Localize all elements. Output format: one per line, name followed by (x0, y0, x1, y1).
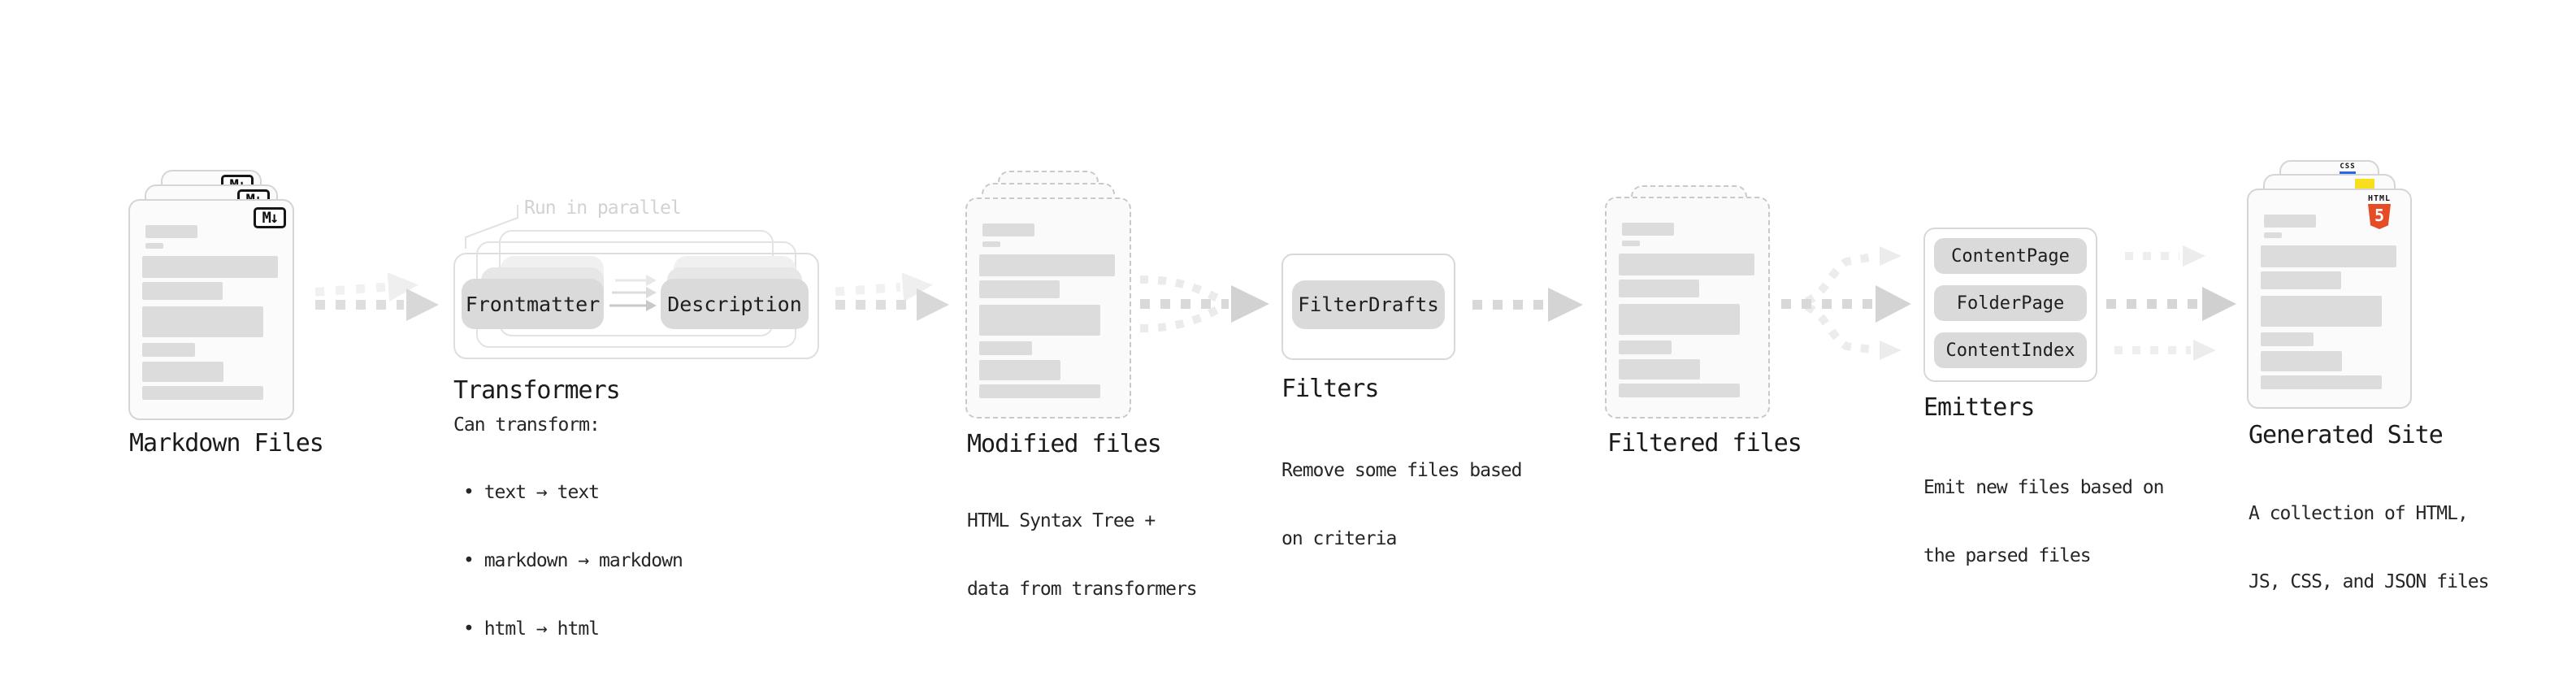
emitter-pill-folderpage: FolderPage (1934, 285, 2087, 321)
generated-site-label: Generated Site (2249, 421, 2444, 449)
placeholder-bar (1619, 340, 1672, 354)
arrow-markdown-to-transformers (315, 288, 439, 321)
placeholder-bar (1619, 359, 1700, 380)
placeholder-bar (982, 223, 1034, 236)
html5-badge-label: HTML (2367, 194, 2392, 203)
placeholder-bar (145, 225, 197, 238)
emitters-sub-line: Emit new files based on (1923, 477, 2164, 498)
modified-files-sub-line: data from transformers (967, 579, 1198, 600)
arrow-transformers-to-modified-ghost (835, 272, 933, 302)
filtered-file-card (1605, 197, 1770, 419)
placeholder-bar (1619, 384, 1740, 397)
css-badge: CSS (2337, 163, 2358, 175)
emitter-pill-contentindex: ContentIndex (1934, 332, 2087, 368)
emitters-sub: Emit new files based on the parsed files (1923, 431, 2164, 613)
filters-sub-line: Remove some files based (1281, 460, 1522, 481)
arrow-filtered-to-emitters (1781, 246, 1911, 360)
placeholder-bar (979, 280, 1060, 298)
placeholder-bar (2261, 296, 2382, 327)
arrow-emitters-to-site-top (2125, 245, 2205, 267)
emitters-title: Emitters (1923, 393, 2035, 422)
placeholder-bar (1619, 280, 1699, 297)
filters-sub: Remove some files based on criteria (1281, 414, 1522, 596)
transformer-inner-arrows (609, 275, 657, 311)
run-in-parallel-leader-line (465, 205, 518, 249)
placeholder-bar (1622, 223, 1674, 236)
filters-sub-line: on criteria (1281, 528, 1397, 549)
placeholder-bar (1619, 254, 1754, 275)
js-badge (2355, 179, 2374, 189)
transformers-desc-heading: Can transform: (453, 414, 601, 436)
markdown-file-card: M↓ (128, 199, 294, 420)
placeholder-bar (2261, 271, 2341, 289)
arrow-modified-to-filters (1139, 275, 1269, 332)
placeholder-bar (982, 241, 1000, 247)
run-in-parallel-note: Run in parallel (524, 197, 682, 219)
placeholder-bar (142, 386, 263, 400)
placeholder-bar (979, 360, 1060, 380)
modified-files-sub: HTML Syntax Tree + data from transformer… (967, 464, 1198, 646)
generated-site-sub-line: A collection of HTML, (2249, 503, 2469, 524)
site-file-card: HTML 5 (2247, 189, 2412, 409)
placeholder-bar (142, 256, 278, 278)
placeholder-bar (142, 306, 263, 337)
placeholder-bar (1622, 241, 1640, 246)
modified-file-card (965, 197, 1131, 419)
description-pill: Description (661, 279, 809, 329)
generated-site-sub: A collection of HTML, JS, CSS, and JSON … (2249, 457, 2489, 639)
generated-site-sub-line: JS, CSS, and JSON files (2249, 571, 2489, 592)
frontmatter-pill: Frontmatter (462, 279, 604, 329)
transformers-bullet: • markdown → markdown (463, 550, 683, 571)
filtered-files-label: Filtered files (1607, 429, 1802, 458)
arrow-emitters-to-site-bottom (2114, 340, 2216, 361)
arrow-emitters-to-site-middle (2106, 287, 2236, 321)
arrow-markdown-to-transformers-ghost (314, 272, 418, 302)
placeholder-bar (142, 362, 223, 382)
placeholder-bar (142, 343, 195, 357)
transformers-box (453, 253, 819, 359)
placeholder-bar (2264, 232, 2282, 238)
modified-files-sub-line: HTML Syntax Tree + (967, 510, 1156, 531)
placeholder-bar (2261, 332, 2314, 346)
transformers-bullets: • text → text • markdown → markdown • ht… (463, 436, 683, 681)
arrow-filters-to-filtered (1472, 288, 1583, 322)
arrow-transformers-to-modified (835, 288, 949, 321)
html5-badge: HTML 5 (2363, 195, 2396, 229)
placeholder-bar (979, 384, 1100, 398)
modified-files-label: Modified files (967, 430, 1162, 458)
transformers-bullet: • html → html (463, 618, 600, 640)
placeholder-bar (979, 254, 1115, 276)
placeholder-bar (1619, 304, 1740, 335)
css-badge-label: CSS (2340, 163, 2356, 171)
transformers-title: Transformers (453, 376, 621, 405)
placeholder-bar (2264, 215, 2316, 228)
transformers-bullet: • text → text (463, 482, 600, 503)
placeholder-bar (142, 282, 223, 300)
html5-badge-shield: 5 (2368, 204, 2391, 229)
placeholder-bar (2261, 375, 2382, 389)
placeholder-bar (145, 243, 163, 249)
placeholder-bar (979, 305, 1100, 336)
placeholder-bar (979, 341, 1032, 355)
markdown-badge: M↓ (254, 207, 286, 228)
css-badge-bar (2340, 171, 2356, 175)
placeholder-bar (2261, 245, 2396, 267)
markdown-files-label: Markdown Files (129, 429, 324, 458)
html5-badge-number: 5 (2374, 206, 2385, 225)
filterdrafts-pill: FilterDrafts (1292, 280, 1445, 329)
filters-title: Filters (1281, 375, 1379, 403)
emitter-pill-contentpage: ContentPage (1934, 238, 2087, 274)
emitters-sub-line: the parsed files (1923, 545, 2092, 566)
placeholder-bar (2261, 351, 2342, 371)
